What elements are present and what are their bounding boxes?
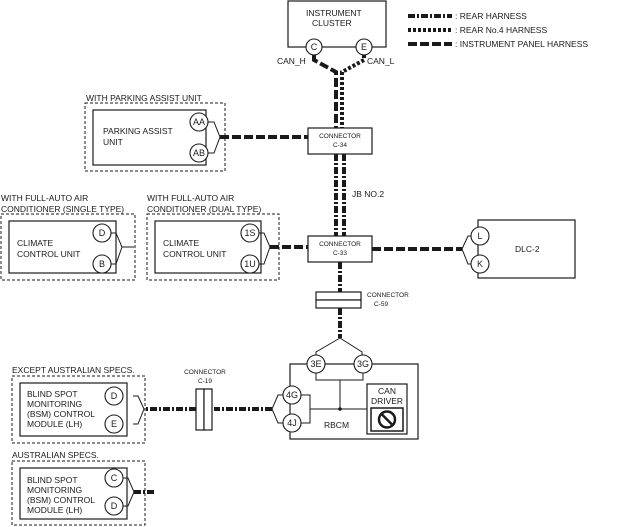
climate-single-pin-b-label: B [99, 259, 105, 269]
dlc-2: DLC-2 L K [470, 219, 576, 279]
c59-label-line1: CONNECTOR [367, 292, 409, 299]
c59-label-line2: C-59 [374, 301, 388, 308]
bsm-except-pin-e [104, 414, 124, 434]
bsm-except-line3: (BSM) CONTROL [27, 409, 95, 419]
connector-c19: CONNECTOR C-19 [184, 369, 226, 431]
rbcm-pin-3g-label: 3G [357, 359, 369, 369]
cluster-pin-c-label: C [311, 42, 318, 52]
dlc-label: DLC-2 [515, 244, 540, 254]
climate-dual-label-line1: CLIMATE [163, 238, 200, 248]
climate-single-group-line2: CONDITIONER (SINGLE TYPE) [1, 204, 124, 214]
c19-label-line1: CONNECTOR [184, 369, 226, 376]
climate-single-pin-d-label: D [99, 228, 106, 238]
climate-dual-group-line2: CONDITIONER (DUAL TYPE) [147, 204, 261, 214]
bsm-except-group-label: EXCEPT AUSTRALIAN SPECS. [12, 365, 135, 375]
parking-assist-unit: WITH PARKING ASSIST UNIT PARKING ASSIST … [84, 93, 226, 172]
bsm-except-line1: BLIND SPOT [27, 389, 78, 399]
climate-single-label-line1: CLIMATE [17, 238, 54, 248]
bsm-aus-line3: (BSM) CONTROL [27, 495, 95, 505]
instrument-cluster: INSTRUMENT CLUSTER C E CAN_H CAN_L [277, 0, 395, 66]
bsm-except-pin-d-label: D [111, 391, 118, 401]
climate-dual-unit: WITH FULL-AUTO AIR CONDITIONER (DUAL TYP… [146, 193, 280, 281]
climate-single-label-line2: CONTROL UNIT [17, 249, 80, 259]
parking-group-label: WITH PARKING ASSIST UNIT [86, 93, 202, 103]
c33-label-line2: C-33 [333, 250, 347, 257]
legend-instrument-panel-harness: : INSTRUMENT PANEL HARNESS [455, 39, 588, 49]
bsm-aus-line1: BLIND SPOT [27, 475, 78, 485]
c19-label-line2: C-19 [198, 378, 212, 385]
cluster-pin-e-label: E [361, 42, 367, 52]
rbcm: RBCM 3E 3G 4G 4J CAN DRIVER [282, 354, 419, 440]
rbcm-pin-3e-label: 3E [310, 359, 321, 369]
climate-dual-group-line1: WITH FULL-AUTO AIR [147, 193, 234, 203]
jb-no2-label: JB NO.2 [352, 189, 384, 199]
legend-rear-no4-harness: : REAR No.4 HARNESS [455, 25, 547, 35]
bsm-aus-pin-d-label: D [111, 501, 118, 511]
dlc-pin-k-label: K [477, 259, 483, 269]
rbcm-pin-4j-label: 4J [287, 418, 297, 428]
parking-pin-aa-label: AA [193, 117, 205, 127]
bsm-aus-group-label: AUSTRALIAN SPECS. [12, 450, 99, 460]
bsm-except-line2: MONITORING [27, 399, 82, 409]
can-driver-box [366, 383, 408, 435]
can-h-label: CAN_H [277, 56, 306, 66]
c34-label-line2: C-34 [333, 142, 347, 149]
bsm-except-line4: MODULE (LH) [27, 419, 82, 429]
bsm-aus-line2: MONITORING [27, 485, 82, 495]
bsm-module-except-aus: EXCEPT AUSTRALIAN SPECS. BLIND SPOT MONI… [11, 365, 146, 444]
dlc-pin-l-label: L [477, 231, 482, 241]
climate-dual-pin-1u-label: 1U [244, 259, 256, 269]
cluster-label-line2: CLUSTER [312, 18, 352, 28]
climate-dual-label-line2: CONTROL UNIT [163, 249, 226, 259]
climate-dual-pin-1s-label: 1S [244, 228, 255, 238]
bsm-aus-line4: MODULE (LH) [27, 505, 82, 515]
parking-label-line2: UNIT [103, 137, 123, 147]
c34-label-line1: CONNECTOR [319, 133, 361, 140]
bsm-aus-pin-c-label: C [111, 473, 118, 483]
bsm-except-pin-e-label: E [111, 419, 117, 429]
can-driver-line2: DRIVER [371, 396, 403, 406]
can-l-label: CAN_L [367, 56, 395, 66]
cluster-label-line1: INSTRUMENT [306, 8, 362, 18]
dlc-pin-k [470, 254, 490, 274]
rbcm-pin-4g-label: 4G [286, 390, 298, 400]
legend: : REAR HARNESS : REAR No.4 HARNESS : INS… [408, 11, 588, 49]
parking-pin-ab-label: AB [193, 148, 205, 158]
climate-single-unit: WITH FULL-AUTO AIR CONDITIONER (SINGLE T… [0, 193, 136, 281]
parking-label-line1: PARKING ASSIST [103, 126, 173, 136]
bsm-except-pin-d [104, 386, 124, 406]
bsm-module-australian: AUSTRALIAN SPECS. BLIND SPOT MONITORING … [11, 450, 146, 526]
rbcm-label: RBCM [324, 420, 349, 430]
prohibited-icon [370, 407, 404, 432]
dlc-pin-l [470, 226, 490, 246]
connector-c33: CONNECTOR C-33 [307, 235, 373, 263]
legend-rear-harness: : REAR HARNESS [455, 11, 527, 21]
connector-c34: CONNECTOR C-34 [307, 127, 373, 155]
can-driver-line1: CAN [378, 386, 396, 396]
c33-label-line1: CONNECTOR [319, 241, 361, 248]
connector-c59: CONNECTOR C-59 [315, 291, 409, 309]
climate-single-group-line1: WITH FULL-AUTO AIR [1, 193, 88, 203]
